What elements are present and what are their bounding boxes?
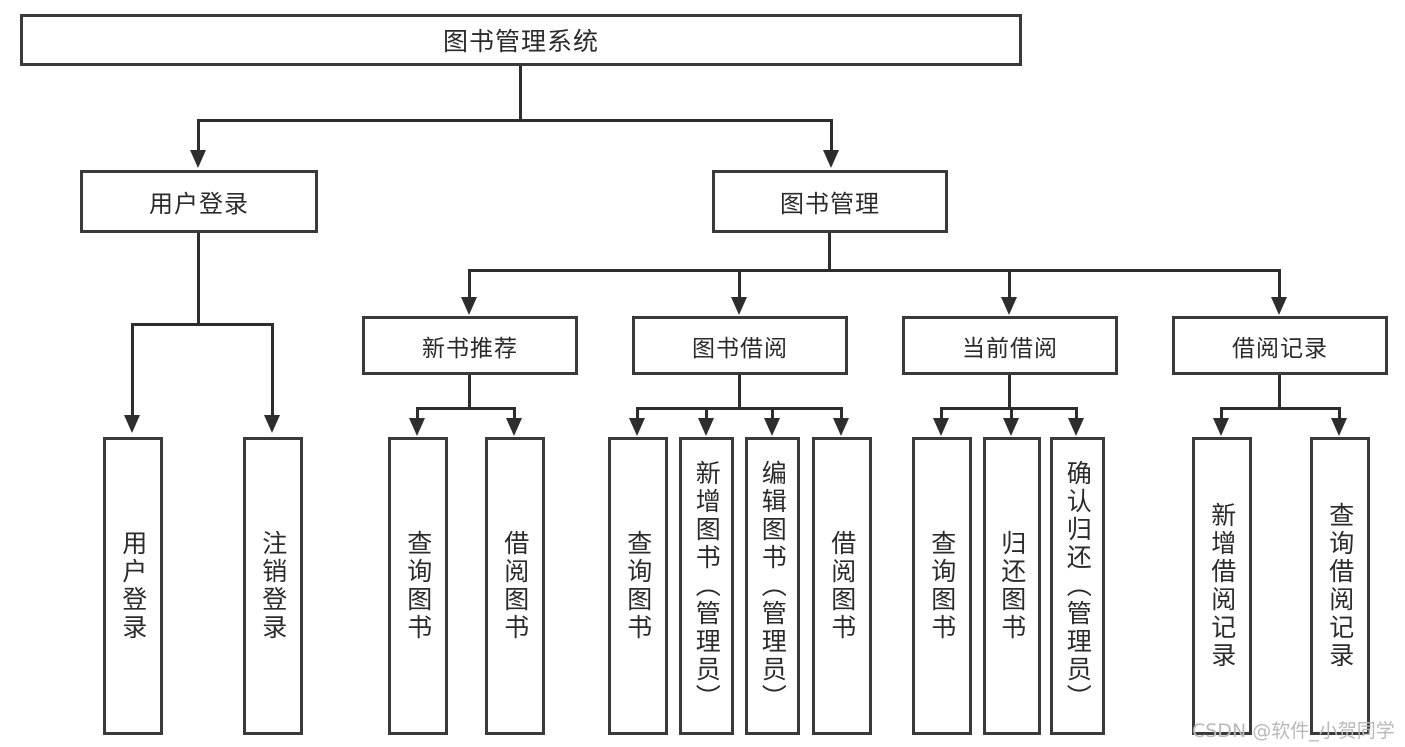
- connector-root-bus: [197, 119, 833, 122]
- connector-bookmanage-stem: [828, 233, 831, 271]
- leaf-confirm-return-admin[interactable]: 确认归还（管理员）: [1050, 437, 1105, 735]
- arrow-to-leaf-borrow-book-1: [506, 418, 522, 436]
- node-label: 新书推荐: [422, 335, 518, 362]
- node-label: 新增图书（管理员）: [692, 460, 722, 712]
- connector-bookborrow-drop-2: [705, 407, 708, 420]
- arrow-to-book-borrow: [731, 297, 747, 315]
- arrow-to-leaf-add-book: [698, 418, 714, 436]
- connector-bookmanage-drop-3: [1008, 269, 1011, 299]
- leaf-borrow-book-borrow[interactable]: 借阅图书: [812, 437, 872, 735]
- connector-bookmanage-drop-4: [1278, 269, 1281, 299]
- connector-bookborrow-drop-1: [636, 407, 639, 420]
- connector-currentborrow-drop-1: [940, 407, 943, 420]
- connector-bookborrow-stem: [738, 375, 741, 409]
- connector-root-drop-1: [197, 119, 200, 152]
- arrow-to-current-borrow: [1001, 297, 1017, 315]
- node-borrow-record[interactable]: 借阅记录: [1172, 316, 1388, 375]
- node-user-login[interactable]: 用户登录: [80, 170, 318, 233]
- node-root-system[interactable]: 图书管理系统: [20, 14, 1022, 66]
- leaf-edit-book-admin[interactable]: 编辑图书（管理员）: [745, 437, 800, 735]
- connector-userlogin-bus: [131, 323, 273, 326]
- node-label: 新增借阅记录: [1207, 502, 1237, 670]
- csdn-watermark: CSDN @软件_小贺同学: [1192, 720, 1395, 742]
- leaf-query-book-current[interactable]: 查询图书: [912, 437, 972, 735]
- node-book-borrow[interactable]: 图书借阅: [632, 316, 848, 375]
- arrow-to-leaf-logout: [264, 415, 280, 433]
- node-new-book-recommend[interactable]: 新书推荐: [362, 316, 578, 375]
- node-label: 用户登录: [149, 190, 249, 218]
- leaf-query-book-newbook[interactable]: 查询图书: [388, 437, 448, 735]
- leaf-user-login[interactable]: 用户登录: [103, 437, 163, 735]
- leaf-add-borrow-record[interactable]: 新增借阅记录: [1192, 437, 1252, 735]
- connector-bookmanage-drop-1: [468, 269, 471, 299]
- connector-borrowrecord-stem: [1278, 375, 1281, 409]
- connector-userlogin-stem: [197, 233, 200, 325]
- leaf-logout[interactable]: 注销登录: [243, 437, 303, 735]
- node-label: 借阅图书: [500, 530, 530, 642]
- connector-currentborrow-drop-2: [1010, 407, 1013, 420]
- node-label: 借阅图书: [827, 530, 857, 642]
- node-label: 查询图书: [623, 530, 653, 642]
- arrow-to-borrow-record: [1271, 297, 1287, 315]
- connector-bookmanage-bus: [468, 269, 1280, 272]
- node-label: 借阅记录: [1232, 335, 1328, 362]
- connector-newbook-drop-1: [416, 407, 419, 420]
- leaf-borrow-book-newbook[interactable]: 借阅图书: [485, 437, 545, 735]
- node-label: 归还图书: [997, 530, 1027, 642]
- arrow-to-new-book-rec: [461, 297, 477, 315]
- arrow-to-leaf-borrow-book-2: [833, 418, 849, 436]
- arrow-to-book-manage: [823, 150, 839, 168]
- connector-userlogin-drop-1: [131, 323, 134, 418]
- connector-bookborrow-drop-4: [840, 407, 843, 420]
- arrow-to-leaf-add-record: [1213, 418, 1229, 436]
- connector-currentborrow-stem: [1008, 375, 1011, 409]
- connector-newbook-stem: [468, 375, 471, 409]
- node-label: 当前借阅: [962, 335, 1058, 362]
- connector-userlogin-drop-2: [271, 323, 274, 418]
- connector-root-stem: [519, 66, 522, 120]
- arrow-to-leaf-query-book-1: [409, 418, 425, 436]
- arrow-to-leaf-query-record: [1331, 418, 1347, 436]
- connector-bookborrow-bus: [636, 407, 842, 410]
- node-label: 确认归还（管理员）: [1063, 460, 1093, 712]
- connector-newbook-bus: [416, 407, 516, 410]
- connector-root-drop-2: [830, 119, 833, 152]
- connector-currentborrow-drop-3: [1075, 407, 1078, 420]
- arrow-to-leaf-confirm-return: [1068, 418, 1084, 436]
- node-label: 图书管理: [780, 190, 880, 218]
- connector-currentborrow-bus: [940, 407, 1078, 410]
- arrow-to-leaf-user-login: [124, 415, 140, 433]
- connector-borrowrecord-drop-1: [1220, 407, 1223, 420]
- node-label: 用户登录: [118, 530, 148, 642]
- arrow-to-leaf-edit-book: [764, 418, 780, 436]
- node-label: 注销登录: [258, 530, 288, 642]
- node-current-borrow[interactable]: 当前借阅: [902, 316, 1118, 375]
- node-label: 查询图书: [927, 530, 957, 642]
- leaf-query-book-borrow[interactable]: 查询图书: [608, 437, 668, 735]
- leaf-return-book[interactable]: 归还图书: [983, 437, 1041, 735]
- node-book-manage[interactable]: 图书管理: [712, 170, 948, 233]
- node-label: 查询借阅记录: [1325, 502, 1355, 670]
- connector-newbook-drop-2: [513, 407, 516, 420]
- leaf-add-book-admin[interactable]: 新增图书（管理员）: [679, 437, 734, 735]
- connector-bookborrow-drop-3: [771, 407, 774, 420]
- connector-borrowrecord-drop-2: [1338, 407, 1341, 420]
- connector-borrowrecord-bus: [1220, 407, 1340, 410]
- node-label: 编辑图书（管理员）: [758, 460, 788, 712]
- arrow-to-leaf-query-book-2: [629, 418, 645, 436]
- leaf-query-borrow-record[interactable]: 查询借阅记录: [1310, 437, 1370, 735]
- arrow-to-user-login: [190, 150, 206, 168]
- arrow-to-leaf-query-book-3: [933, 418, 949, 436]
- node-label: 图书借阅: [692, 335, 788, 362]
- node-label: 查询图书: [403, 530, 433, 642]
- arrow-to-leaf-return-book: [1003, 418, 1019, 436]
- node-label: 图书管理系统: [442, 27, 599, 56]
- connector-bookmanage-drop-2: [738, 269, 741, 299]
